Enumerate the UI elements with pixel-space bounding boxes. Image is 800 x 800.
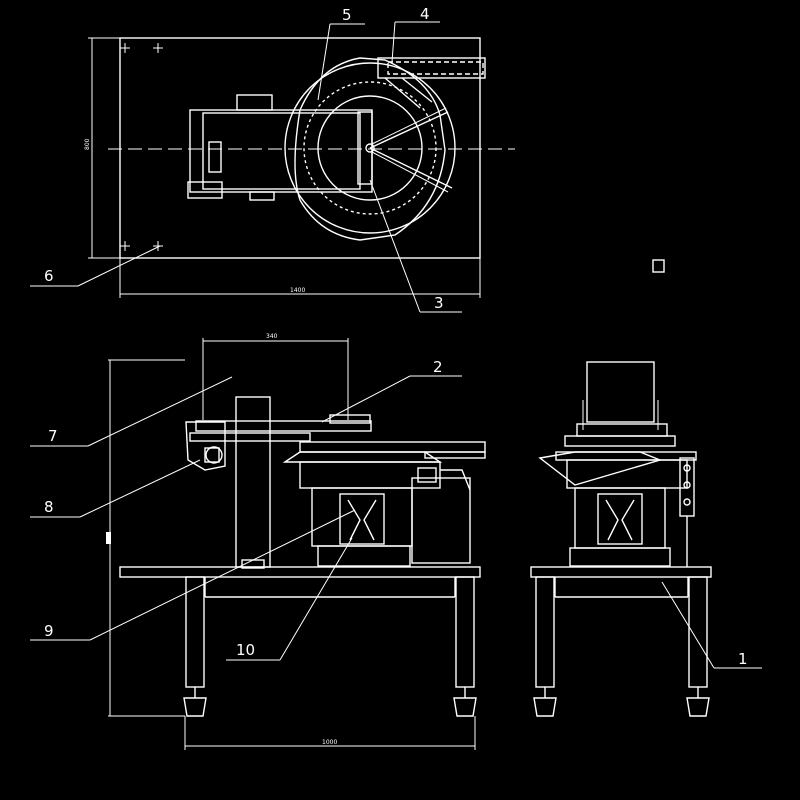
front-base-housing (311, 469, 471, 567)
callout-3: 3 (434, 294, 444, 312)
rotary-table (284, 57, 456, 241)
top-base-plate (119, 37, 481, 259)
side-view (530, 361, 712, 717)
leader-lines (30, 21, 762, 669)
dim-front-bottom: 1000 (322, 739, 337, 746)
callout-8: 8 (44, 498, 54, 516)
dim-top-width: 1400 (290, 287, 305, 294)
side-hopper (586, 361, 655, 423)
side-upper-assembly (538, 423, 697, 489)
callout-10: 10 (236, 641, 255, 659)
side-table-top (530, 566, 712, 578)
top-carriage (187, 94, 373, 201)
side-housing (569, 487, 671, 567)
callout-7: 7 (48, 427, 58, 445)
callout-9: 9 (44, 622, 54, 640)
marker-square (652, 259, 665, 273)
front-view: 340 1000 (106, 333, 486, 750)
callout-1: 1 (738, 650, 748, 668)
top-view: 1400 800 (84, 37, 665, 298)
mounting-holes (120, 43, 163, 251)
front-column (235, 396, 271, 568)
callout-5: 5 (342, 6, 352, 24)
side-cylinder (679, 457, 695, 567)
callout-6: 6 (44, 267, 54, 285)
side-legs (533, 576, 710, 717)
callout-2: 2 (433, 358, 443, 376)
front-table-top (119, 566, 481, 578)
front-motor (185, 421, 226, 471)
feed-conveyor (377, 57, 486, 109)
front-rotary-table (282, 441, 486, 489)
dim-front-upper: 340 (266, 333, 278, 340)
dim-top-height: 800 (84, 138, 91, 150)
front-legs (183, 576, 477, 717)
front-beam (189, 414, 372, 442)
callout-4: 4 (420, 5, 430, 23)
